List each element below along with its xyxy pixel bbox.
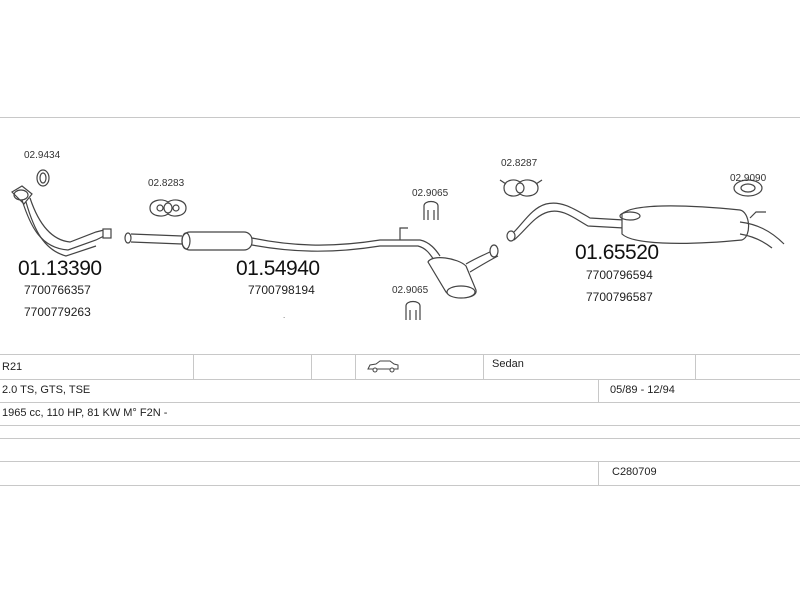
middle-muffler-drawing [124, 227, 499, 299]
table-cell-specs: 1965 cc, 110 HP, 81 KW M° F2N - [2, 407, 168, 419]
part-code-7700766357: 7700766357 [24, 283, 91, 297]
sedan-car-icon [366, 359, 400, 378]
part-ref-02-9065-bottom: 02.9065 [392, 285, 429, 296]
part-code-7700796587: 7700796587 [586, 290, 653, 304]
clamp-02-8287-drawing [499, 179, 543, 197]
table-cell-period: 05/89 - 12/94 [610, 384, 675, 396]
mount-02-9065-bottom-drawing [405, 300, 421, 320]
table-cell-engine: 2.0 TS, GTS, TSE [2, 384, 91, 396]
table-cell-body-type: Sedan [492, 358, 524, 370]
gasket-02-9434-drawing [36, 169, 50, 187]
part-code-7700798194: 7700798194 [248, 283, 315, 297]
part-ref-02-9065-top: 02.9065 [412, 188, 449, 199]
part-ref-02-9090: 02.9090 [730, 173, 767, 184]
clamp-02-8283-drawing [149, 199, 187, 217]
part-code-7700779263: 7700779263 [24, 305, 91, 319]
table-cell-catalog-code: C280709 [612, 466, 657, 478]
svg-text:.: . [283, 311, 285, 320]
part-number-01-54940: 01.54940 [236, 257, 320, 280]
table-cell-model: R21 [2, 361, 23, 373]
part-ref-02-8283: 02.8283 [148, 178, 185, 189]
part-ref-02-9434: 02.9434 [24, 150, 61, 161]
hanger-02-9090-drawing [733, 179, 763, 197]
front-pipe-drawing [11, 185, 112, 257]
part-code-7700796594: 7700796594 [586, 268, 653, 282]
part-ref-02-8287: 02.8287 [501, 158, 538, 169]
mount-02-9065-top-drawing [423, 200, 439, 220]
rear-muffler-drawing [506, 202, 785, 249]
part-number-01-13390: 01.13390 [18, 257, 102, 280]
part-number-01-65520: 01.65520 [575, 241, 659, 264]
diagram-top-border [0, 117, 800, 118]
